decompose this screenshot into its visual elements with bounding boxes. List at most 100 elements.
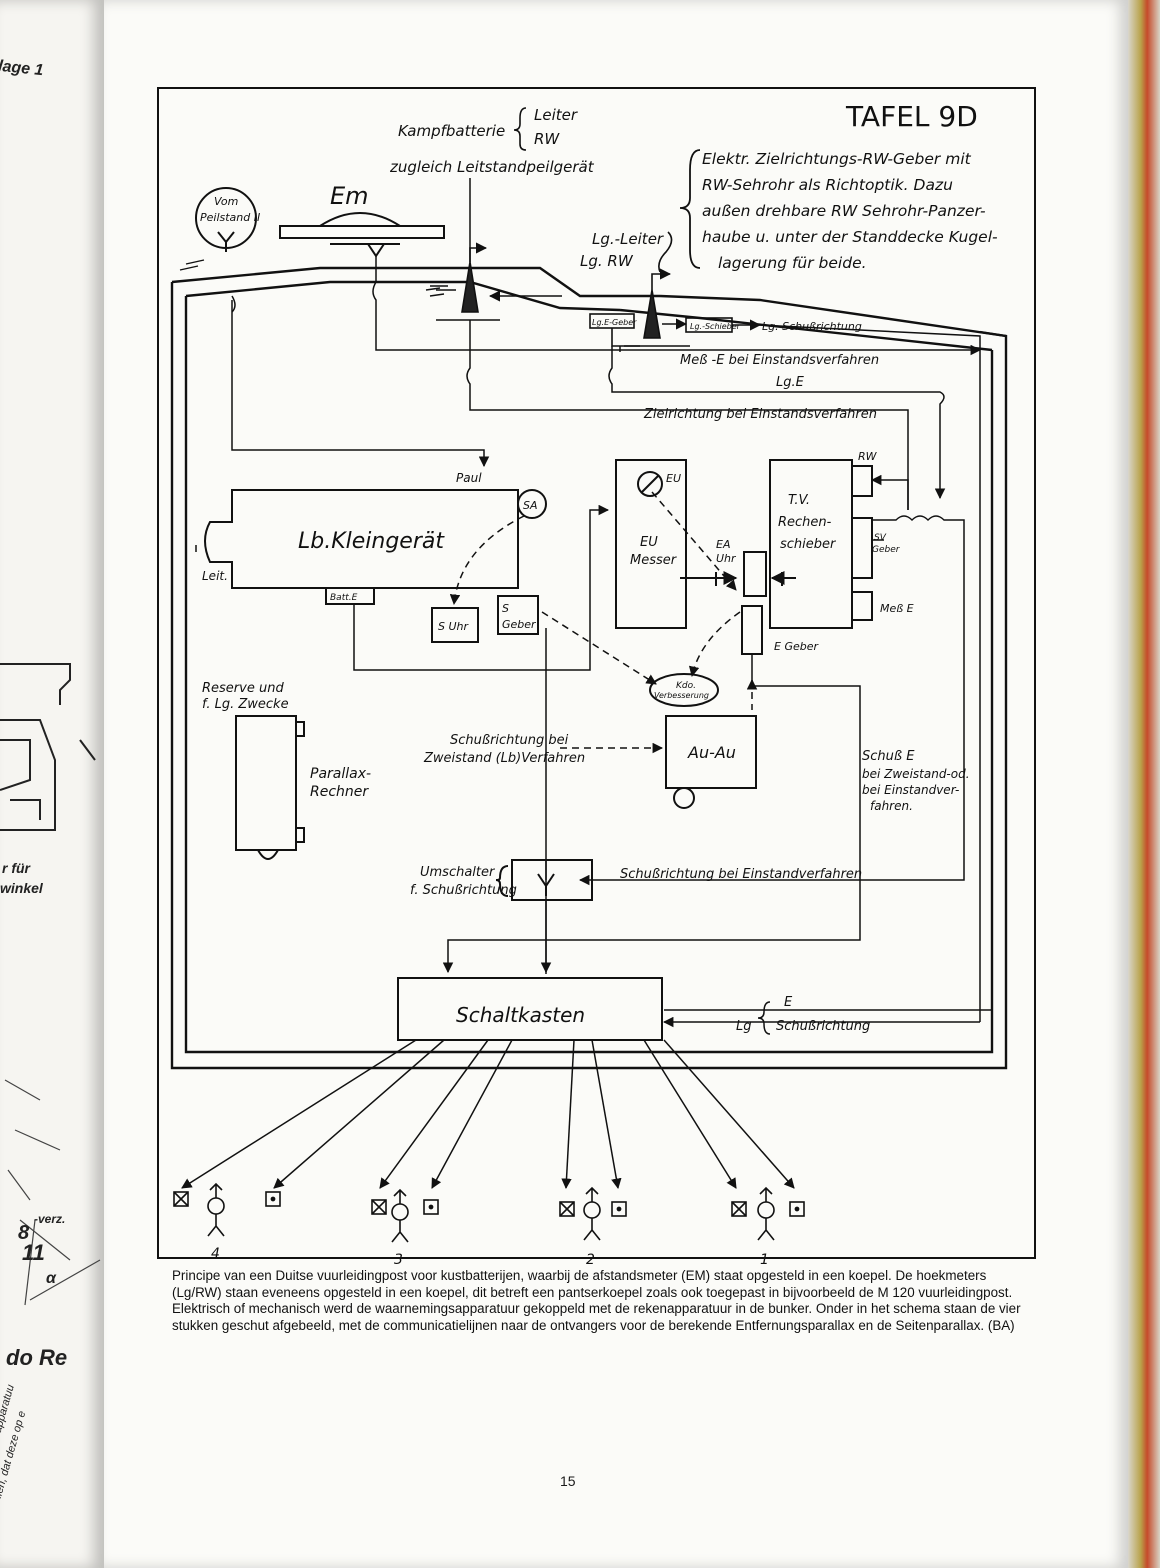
left-page-eight: 8 bbox=[18, 1222, 30, 1244]
gun-2 bbox=[559, 1186, 627, 1241]
note-line-4: haube u. unter der Standdecke Kugel- bbox=[702, 228, 998, 246]
line-schuss-e-1: Schuß E bbox=[862, 749, 915, 764]
eu-label: EU bbox=[666, 472, 681, 485]
left-page-alpha: α bbox=[46, 1270, 56, 1287]
peilstand-text-1: Vom bbox=[214, 195, 238, 208]
line-schuss-e-2: bei Zweistand-od. bbox=[862, 767, 970, 781]
note-brace bbox=[679, 149, 701, 269]
gun-4 bbox=[173, 1182, 281, 1237]
tv-label-2: Rechen- bbox=[778, 515, 832, 530]
kleingeraet-label: Lb.Kleingerät bbox=[298, 529, 445, 554]
batt-e-label: Batt.E bbox=[330, 593, 358, 603]
sa-label: SA bbox=[523, 499, 538, 512]
lg-schieber: Lg.-Schieber bbox=[690, 322, 741, 331]
parallax-box bbox=[235, 715, 305, 860]
left-page-do-re: do Re bbox=[6, 1345, 68, 1370]
s-geber-label-1: S bbox=[502, 602, 509, 615]
umschalter-label-2: f. Schußrichtung bbox=[410, 883, 517, 898]
lg-schussrichtung: Lg. Schußrichtung bbox=[762, 320, 862, 333]
leitstand-periscope bbox=[430, 242, 562, 321]
gun-3 bbox=[371, 1188, 439, 1243]
ea-uhr-box bbox=[680, 551, 796, 655]
parallax-label-1: Parallax- bbox=[310, 766, 371, 782]
tv-wiring bbox=[868, 474, 965, 881]
dashed-flows bbox=[449, 491, 758, 754]
bottom-schussrichtung: Schußrichtung bbox=[776, 1019, 870, 1034]
upper-wiring bbox=[195, 256, 982, 1022]
kdo-label-2: Verbesserung bbox=[654, 691, 709, 700]
line-schuss-e-3: bei Einstandver- bbox=[862, 783, 959, 797]
leit-label: Leit. bbox=[202, 569, 228, 583]
battery-subtitle: zugleich Leitstandpeilgerät bbox=[389, 158, 595, 176]
parallax-label-2: Rechner bbox=[310, 784, 369, 800]
s-geber-label-2: Geber bbox=[502, 618, 537, 631]
gun-2-label: 2 bbox=[586, 1252, 595, 1268]
kdo-label-1: Kdo. bbox=[676, 681, 696, 691]
gun-4-label: 4 bbox=[211, 1246, 220, 1262]
line-paul: Paul bbox=[456, 471, 482, 485]
tv-label-1: T.V. bbox=[788, 493, 810, 508]
bunker-walls bbox=[170, 266, 1008, 1070]
umschalter-box bbox=[495, 859, 593, 901]
ea-uhr-label-1: EA bbox=[716, 538, 730, 551]
lg-brace bbox=[658, 231, 673, 273]
rangefinder-em bbox=[279, 212, 445, 258]
peilstand-y-icon bbox=[217, 231, 235, 252]
reserve-label-2: f. Lg. Zwecke bbox=[202, 697, 289, 712]
tv-box bbox=[769, 459, 873, 629]
lg-rw-label: Lg. RW bbox=[580, 252, 634, 270]
battery-rw: RW bbox=[534, 130, 560, 148]
line-schuss-einstand: Schußrichtung bei Einstandverfahren bbox=[620, 867, 862, 882]
left-page-eleven: 11 bbox=[22, 1240, 45, 1265]
lg-leiter-label: Lg.-Leiter bbox=[592, 230, 664, 248]
gun-1-label: 1 bbox=[760, 1252, 769, 1268]
gun-1 bbox=[731, 1186, 805, 1241]
reserve-label-1: Reserve und bbox=[202, 681, 284, 696]
eu-messer-label-1: EU bbox=[640, 535, 658, 550]
mess-e-label: Meß E bbox=[880, 602, 914, 615]
note-line-5: lagerung für beide. bbox=[718, 254, 867, 272]
battery-label: Kampfbatterie bbox=[398, 122, 505, 140]
line-schuss-e-4: fahren. bbox=[870, 799, 913, 813]
line-zielrichtung: Zielrichtung bei Einstandsverfahren bbox=[643, 407, 877, 422]
rw-label: RW bbox=[858, 450, 878, 463]
au-au-label: Au-Au bbox=[687, 743, 736, 762]
line-schuss-zweistand-2: Zweistand (Lb)Verfahren bbox=[423, 751, 585, 766]
figure-caption: Principe van een Duitse vuurleidingpost … bbox=[172, 1268, 1021, 1333]
umschalter-label-1: Umschalter bbox=[420, 865, 496, 880]
bottom-brace bbox=[757, 1001, 771, 1035]
e-geber-label: E Geber bbox=[774, 640, 819, 653]
note-line-1: Elektr. Zielrichtungs-RW-Geber mit bbox=[702, 150, 972, 168]
tv-label-3: schieber bbox=[780, 537, 837, 552]
lower-wiring bbox=[353, 504, 992, 1028]
lg-e-geber: Lg.E-Geber bbox=[592, 318, 637, 327]
bottom-lg-label: Lg bbox=[736, 1019, 752, 1034]
line-mess-e: Meß -E bei Einstandsverfahren bbox=[680, 353, 879, 368]
line-schuss-zweistand-1: Schußrichtung bei bbox=[450, 733, 569, 748]
left-page: lage 1 r für winkel 8 -verz. 11 α do Re … bbox=[0, 0, 104, 1568]
book-page bbox=[104, 0, 1128, 1568]
bottom-e-label: E bbox=[784, 995, 793, 1010]
battery-leiter: Leiter bbox=[534, 106, 578, 124]
left-page-winkel: winkel bbox=[0, 880, 43, 896]
schaltkasten-box bbox=[397, 977, 663, 1041]
eu-messer-label-2: Messer bbox=[630, 553, 678, 568]
left-page-verz: -verz. bbox=[34, 1212, 66, 1226]
em-label: Em bbox=[330, 182, 369, 210]
sv-geber-label-1: SV bbox=[874, 533, 887, 543]
s-uhr-label: S Uhr bbox=[438, 620, 470, 633]
note-line-2: RW-Sehrohr als Richtoptik. Dazu bbox=[702, 176, 953, 194]
book-edge bbox=[1128, 0, 1160, 1568]
sv-geber-label-2: Geber bbox=[872, 545, 901, 555]
battery-brace bbox=[513, 107, 527, 151]
ground-hatch bbox=[179, 259, 445, 297]
kleingeraet-box bbox=[204, 489, 547, 643]
left-page-fuer: r für bbox=[2, 860, 30, 876]
note-line-3: außen drehbare RW Sehrohr-Panzer- bbox=[702, 202, 986, 220]
plate-frame bbox=[157, 87, 1036, 1259]
gun-lines bbox=[181, 1039, 795, 1190]
au-au-box bbox=[649, 673, 757, 809]
plate-title: TAFEL 9D bbox=[845, 100, 978, 133]
line-lg-e: Lg.E bbox=[776, 375, 805, 390]
